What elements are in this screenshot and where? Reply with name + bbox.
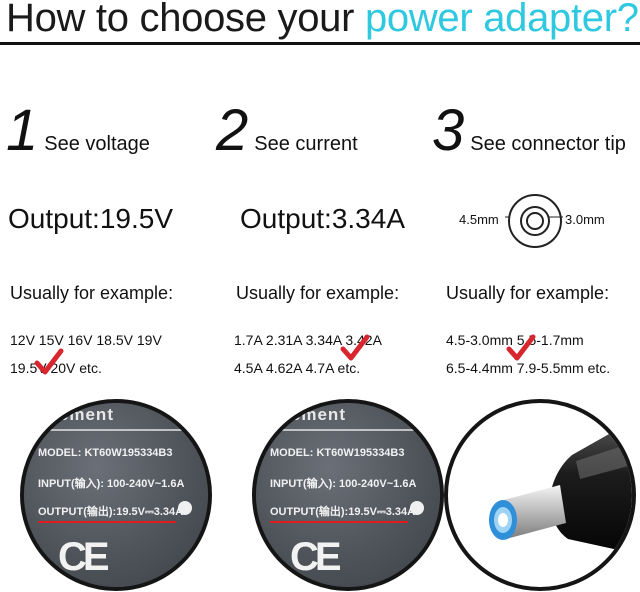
page-title: How to choose your power adapter? (6, 0, 639, 42)
plug-tip-icon (489, 421, 632, 553)
step-3-label: See connector tip (470, 133, 626, 155)
label-model: MODEL: KT60W195334B3 (270, 447, 405, 459)
output-underline (270, 521, 408, 523)
usually-label-1: Usually for example: (10, 283, 174, 303)
check-mark-icon (506, 334, 536, 361)
voltage-examples-line-2: 19.5V 20V etc. (10, 360, 102, 376)
step-2-number: 2 (216, 98, 249, 163)
usually-label-2: Usually for example: (236, 283, 400, 303)
title-part-1: How to choose your (6, 0, 365, 40)
ce-mark-icon: CE (290, 535, 342, 579)
usually-label-3: Usually for example: (446, 283, 610, 303)
check-mark-icon (34, 348, 64, 375)
label-divider (266, 429, 426, 431)
step-3-number: 3 (432, 98, 465, 163)
connector-inner-label: 3.0mm (565, 212, 605, 227)
output-underline (38, 521, 176, 523)
step-1-number: 1 (6, 98, 39, 163)
connector-examples-line-2: 6.5-4.4mm 7.9-5.5mm etc. (446, 360, 611, 376)
label-background (24, 403, 208, 587)
label-output: OUTPUT(输出):19.5V⎓3.34A (38, 506, 184, 518)
ok-seal-icon (410, 501, 424, 515)
label-closeup-current: acement MODEL: KT60W195334B3 INPUT(输入): … (252, 399, 444, 591)
connector-examples-line-1: 4.5-3.0mm 5.5-1.7mm (446, 332, 584, 348)
label-header: acement (38, 405, 114, 424)
step-2-label: See current (254, 133, 358, 155)
current-output: Output:3.34A (240, 203, 406, 234)
plug-tip-closeup (444, 399, 636, 591)
title-underline (0, 42, 640, 45)
connector-ring-icon (505, 194, 563, 248)
label-divider (34, 429, 194, 431)
current-examples-line-2: 4.5A 4.62A 4.7A etc. (234, 360, 361, 376)
title-part-2: power adapter? (364, 0, 639, 40)
voltage-output: Output:19.5V (8, 203, 174, 234)
voltage-examples-line-1: 12V 15V 16V 18.5V 19V (10, 332, 162, 348)
label-output: OUTPUT(输出):19.5V⎓3.34A (270, 506, 416, 518)
step-1-label: See voltage (44, 133, 150, 155)
ok-seal-icon (178, 501, 192, 515)
label-input: INPUT(输入): 100-240V~1.6A (38, 478, 185, 490)
label-input: INPUT(输入): 100-240V~1.6A (270, 478, 417, 490)
connector-outer-label: 4.5mm (459, 212, 499, 227)
label-model: MODEL: KT60W195334B3 (38, 447, 173, 459)
label-closeup-voltage: acement MODEL: KT60W195334B3 INPUT(输入): … (20, 399, 212, 591)
current-examples-line-1: 1.7A 2.31A 3.34A 3.42A (234, 332, 382, 348)
label-header: acement (270, 405, 346, 424)
ce-mark-icon: CE (58, 535, 110, 579)
label-background (256, 403, 440, 587)
check-mark-icon (340, 334, 370, 361)
